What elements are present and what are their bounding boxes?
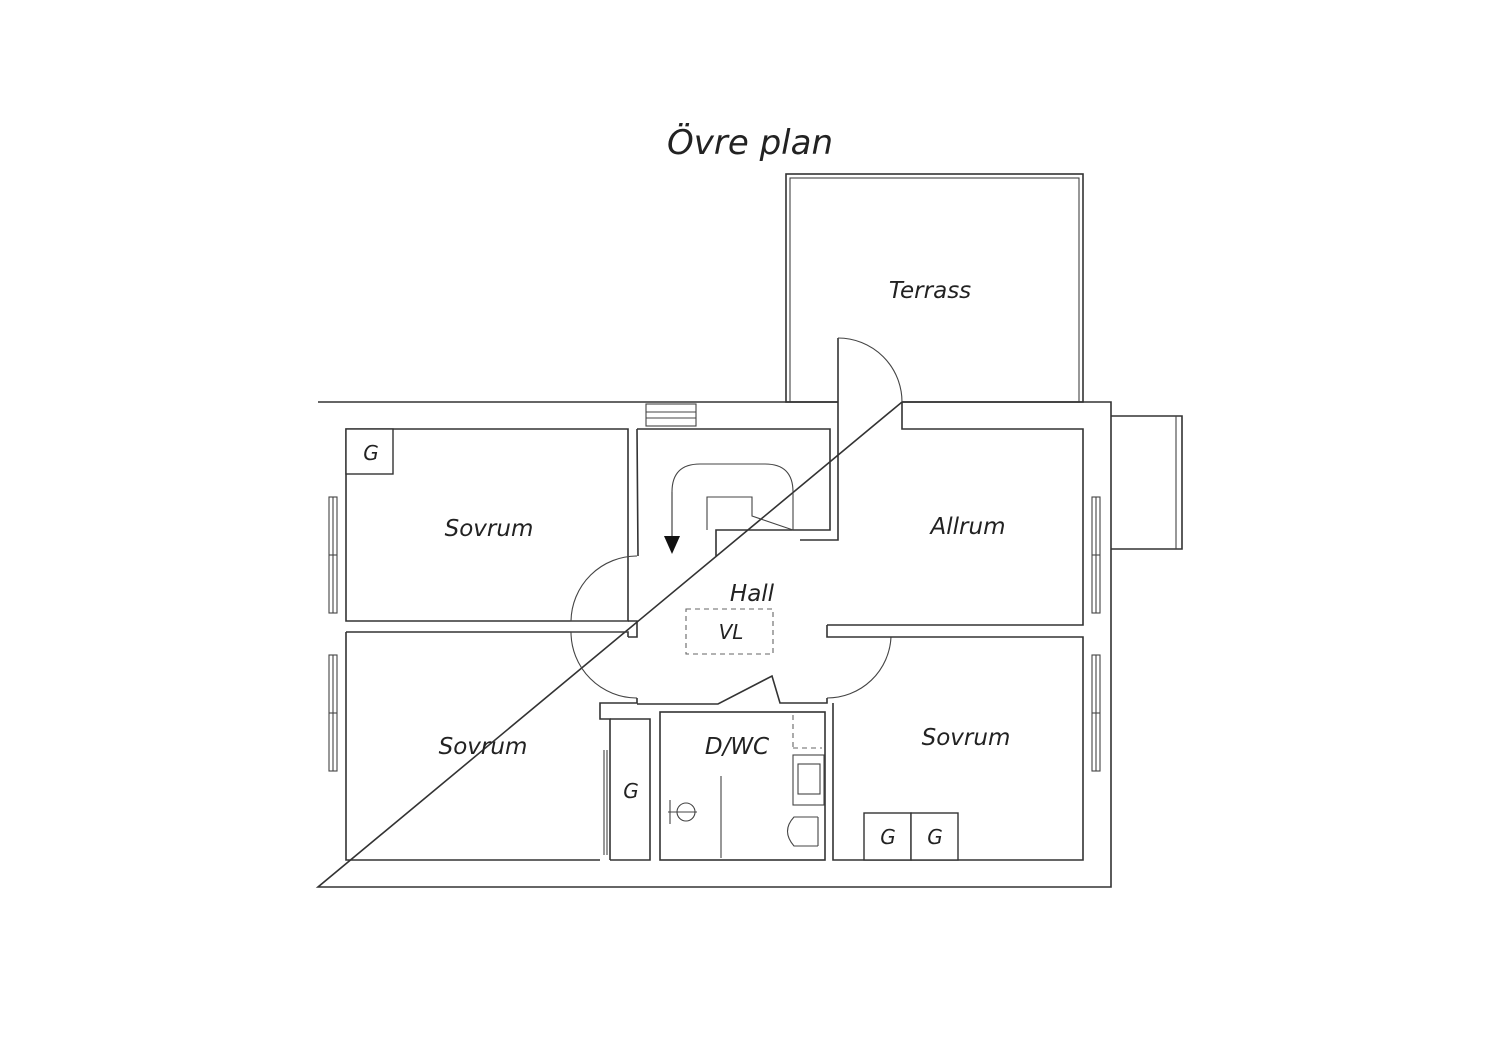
window	[645, 403, 697, 427]
outer-walls	[315, 401, 1112, 888]
living-room: Allrum	[929, 415, 1183, 614]
stairwell	[636, 402, 839, 557]
room-label-bedroom: Sovrum	[445, 516, 534, 542]
wardrobe-label: G	[880, 825, 896, 849]
attic-hatch-label: VL	[719, 620, 744, 644]
terrace-door	[827, 337, 1084, 626]
wardrobe-label: G	[623, 779, 639, 803]
room-label-bedroom: Sovrum	[922, 725, 1011, 751]
door-swing	[570, 631, 638, 699]
room-label-living-room: Allrum	[929, 514, 1006, 540]
bedroom-bottom-left: Sovrum G	[328, 654, 651, 861]
sink-icon	[792, 754, 825, 806]
attic-hatch	[685, 608, 774, 655]
wardrobe-label: G	[927, 825, 943, 849]
toilet-icon	[786, 816, 819, 847]
room-label-terrace: Terrass	[889, 278, 971, 304]
bedroom-top-left: G Sovrum	[328, 428, 534, 614]
bathroom: D/WC	[659, 711, 826, 861]
door-swing	[826, 636, 892, 699]
balcony	[1111, 415, 1183, 550]
wardrobe-bottom-right-1	[863, 812, 912, 861]
door-swing	[570, 555, 638, 622]
wardrobe-bottom-right-2	[910, 812, 959, 861]
wardrobe-bottom-left	[610, 718, 651, 861]
wardrobe-label: G	[363, 441, 379, 465]
room-label-bathroom: D/WC	[705, 734, 769, 760]
stair-direction-arrow	[664, 536, 680, 554]
room-label-bedroom: Sovrum	[439, 734, 528, 760]
wardrobe-top-left	[345, 428, 394, 475]
room-label-hall: Hall	[730, 581, 775, 607]
hall: Hall VL	[570, 555, 892, 860]
bedroom-bottom-right: Sovrum G G	[832, 636, 1101, 861]
plan-title: Övre plan	[667, 122, 833, 163]
